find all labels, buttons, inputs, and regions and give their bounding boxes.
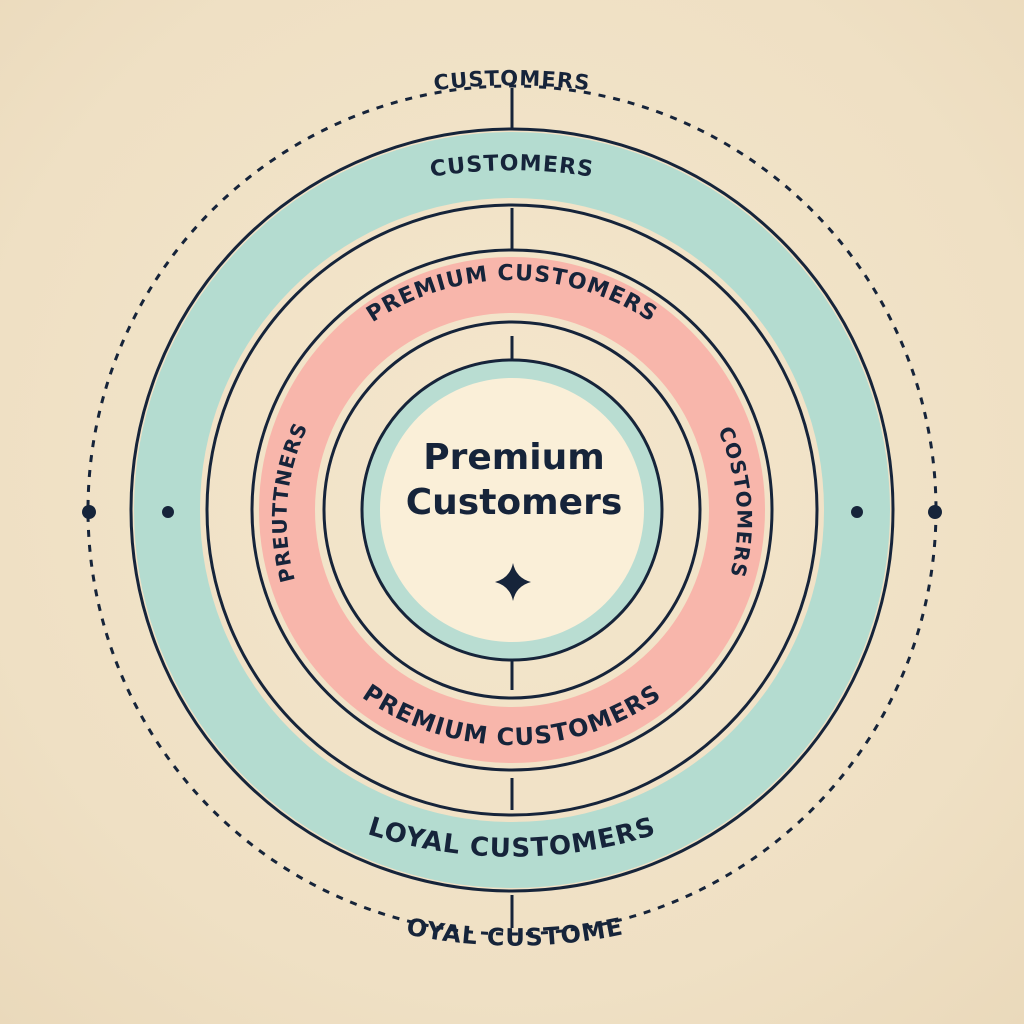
pink-ring [259,257,765,763]
dot-right-outer [928,505,942,519]
dot-left-outer [82,505,96,519]
teal-ring-inner-edge [205,203,819,817]
label-outer-bottom: OYAL CUSTOME [404,912,625,951]
center-circle [380,378,644,642]
pink-ring-inner-edge [322,320,702,700]
teal-ring-outer-edge [129,127,895,893]
center-title-line2: Customers [406,482,623,523]
center-title-line1: Premium [423,437,605,478]
dot-right-teal [851,506,863,518]
dot-left-teal [162,506,174,518]
star-icon [495,563,531,601]
